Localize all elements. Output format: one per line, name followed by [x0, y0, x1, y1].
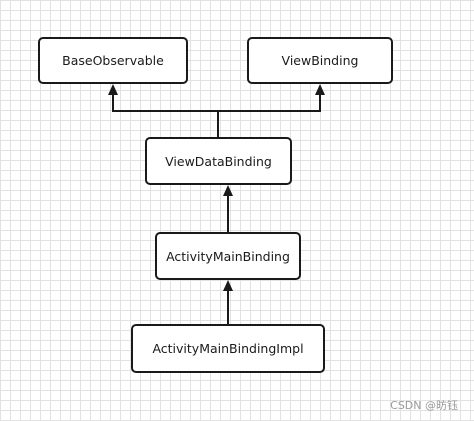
node-label: ActivityMainBinding	[166, 248, 290, 264]
node-view-data-binding: ViewDataBinding	[145, 137, 292, 185]
arrowhead-viewbinding	[315, 84, 325, 95]
edge-viewdatabinding-to-viewbinding	[218, 92, 321, 112]
node-label: BaseObservable	[62, 53, 164, 68]
node-label: ActivityMainBindingImpl	[152, 341, 304, 356]
node-label: ViewBinding	[281, 53, 359, 68]
node-view-binding: ViewBinding	[247, 37, 393, 84]
watermark: CSDN @昉钰	[390, 399, 458, 412]
edge-viewdatabinding-to-baseobservable	[112, 92, 219, 137]
arrowhead-activitymainbinding	[223, 280, 233, 291]
arrowhead-baseobservable	[108, 84, 118, 95]
arrowhead-viewdatabinding	[223, 185, 233, 196]
node-label: ViewDataBinding	[165, 153, 272, 169]
node-activity-main-binding: ActivityMainBinding	[155, 232, 301, 280]
node-activity-main-binding-impl: ActivityMainBindingImpl	[131, 324, 325, 373]
node-base-observable: BaseObservable	[38, 37, 188, 84]
